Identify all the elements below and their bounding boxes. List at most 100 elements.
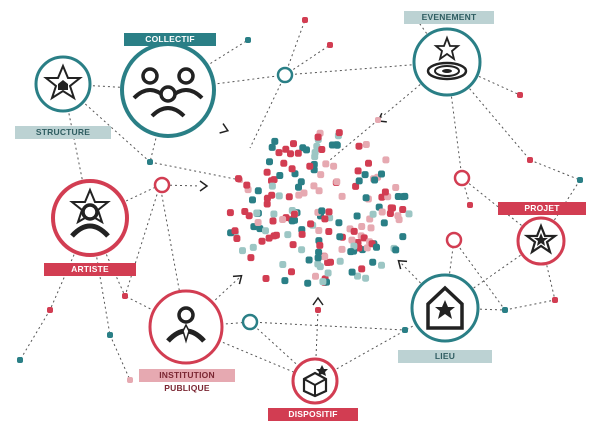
cloud-dot [298, 230, 306, 238]
cloud-dot [297, 178, 305, 186]
cloud-dot [315, 187, 323, 195]
cloud-dot [355, 177, 363, 185]
cloud-dot [263, 168, 271, 176]
cloud-dot [249, 243, 257, 251]
node-projet [516, 216, 566, 266]
cloud-dot [395, 216, 403, 224]
label-evenement: EVENEMENT [404, 11, 494, 24]
hub-circle [241, 313, 259, 331]
cloud-dot [338, 192, 346, 200]
cloud-dot [281, 277, 289, 285]
label-artiste: ARTISTE [44, 263, 136, 276]
cloud-dot [276, 172, 284, 179]
cloud-dot [304, 279, 312, 287]
cloud-dot [324, 259, 332, 266]
cloud-dot [336, 257, 344, 265]
cloud-dot [303, 146, 310, 154]
cloud-dot [284, 231, 292, 239]
event-star-target-icon [426, 35, 468, 81]
node-evenement [412, 27, 482, 97]
small-dot [122, 293, 128, 299]
cloud-dot [399, 206, 407, 213]
cloud-dot [392, 184, 400, 191]
cloud-dot [307, 220, 315, 228]
dashed-edge [19, 309, 51, 361]
small-dot [245, 37, 251, 43]
cloud-dot [243, 181, 251, 189]
small-dot [47, 307, 53, 313]
cloud-dot [306, 162, 314, 170]
cloud-dot [324, 269, 332, 277]
cloud-dot [241, 208, 249, 215]
cloud-dot [373, 243, 380, 251]
cloud-dot [315, 227, 323, 234]
arrow-head [232, 274, 243, 285]
cloud-dot [333, 141, 341, 149]
small-dot [577, 177, 583, 183]
cloud-dot [348, 268, 356, 276]
cloud-dot [378, 208, 386, 216]
small-dot [147, 159, 153, 165]
cloud-dot [325, 228, 333, 235]
cloud-dot [316, 241, 324, 249]
label-collectif: COLLECTIF [124, 33, 216, 46]
cloud-dot [369, 210, 377, 218]
cloud-dot [315, 248, 323, 256]
label-structure: STRUCTURE [15, 126, 111, 139]
small-dot [517, 92, 523, 98]
dashed-edge [284, 44, 331, 76]
small-dot [375, 117, 381, 123]
cloud-dot [348, 236, 356, 244]
cloud-dot [369, 258, 377, 266]
cloud-dot [253, 209, 261, 217]
project-star-icon [523, 223, 559, 255]
arrow-head [199, 180, 209, 192]
cloud-dot [405, 210, 413, 218]
small-dot [502, 307, 508, 313]
cloud-dot [310, 182, 318, 190]
cloud-dot [280, 159, 288, 167]
cloud-dot [335, 129, 343, 137]
cloud-dot [287, 150, 294, 158]
cloud-dot [350, 227, 358, 235]
cloud-dot [389, 204, 396, 212]
arrow-head [397, 259, 408, 270]
hub-circle [445, 231, 463, 249]
small-hub-circles [153, 66, 471, 331]
cloud-dot [226, 209, 234, 217]
cloud-dot [279, 216, 287, 223]
cloud-dot [325, 208, 333, 216]
cloud-dot [279, 261, 287, 268]
cloud-dot [295, 191, 303, 199]
hub-circle [153, 176, 171, 194]
dashed-edge [249, 321, 406, 331]
label-lieu: LIEU [398, 350, 492, 363]
cloud-dot [321, 253, 329, 261]
cloud-dot [365, 159, 372, 167]
cloud-dot [367, 224, 375, 232]
cloud-dot [382, 156, 390, 164]
cloud-dot [360, 234, 368, 242]
cloud-dot [263, 200, 271, 208]
institution-person-tie-icon [166, 306, 206, 344]
dashed-edge [504, 299, 556, 311]
group-people-icon [132, 67, 204, 118]
dashed-edge [529, 159, 581, 181]
cloud-dot [291, 216, 298, 224]
node-dispositif [291, 357, 339, 405]
cloud-dot [294, 149, 302, 157]
node-institution [148, 289, 224, 365]
cloud-dot [319, 278, 327, 286]
cloud-dot [288, 268, 295, 276]
cloud-dot [354, 167, 362, 175]
cloud-dot [314, 260, 322, 268]
cloud-dot [378, 170, 385, 178]
cloud-dot [270, 176, 278, 184]
small-dot [527, 157, 533, 163]
cloud-dot [321, 215, 329, 223]
cloud-dot [254, 187, 262, 195]
cloud-dot [322, 160, 330, 168]
cloud-dot [330, 162, 338, 170]
cloud-dot [381, 188, 389, 196]
